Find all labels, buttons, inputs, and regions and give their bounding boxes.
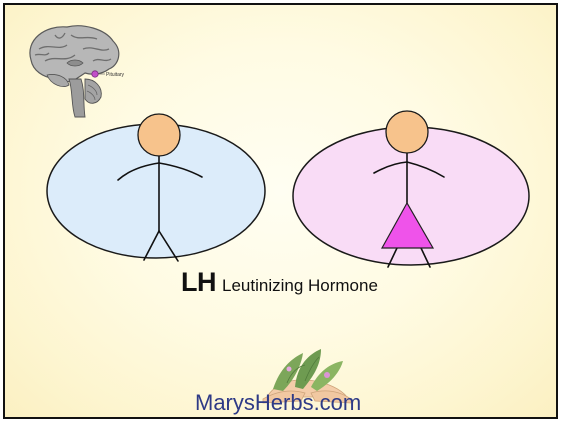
- site-name: MarysHerbs.com: [195, 390, 361, 416]
- slide-frame: Pituitary: [3, 3, 558, 419]
- male-head: [138, 114, 180, 156]
- hormone-full-name: Leutinizing Hormone: [222, 276, 378, 296]
- pituitary-gland-marker: Pituitary: [92, 71, 125, 78]
- female-figure: [293, 111, 529, 267]
- pituitary-label: Pituitary: [106, 72, 125, 78]
- female-head: [386, 111, 428, 153]
- male-figure: [47, 114, 265, 261]
- hormone-abbreviation: LH: [181, 267, 216, 298]
- brain-inset: Pituitary: [30, 26, 125, 117]
- hormone-caption: LH Leutinizing Hormone: [181, 267, 441, 307]
- diagram-canvas: Pituitary: [5, 5, 556, 417]
